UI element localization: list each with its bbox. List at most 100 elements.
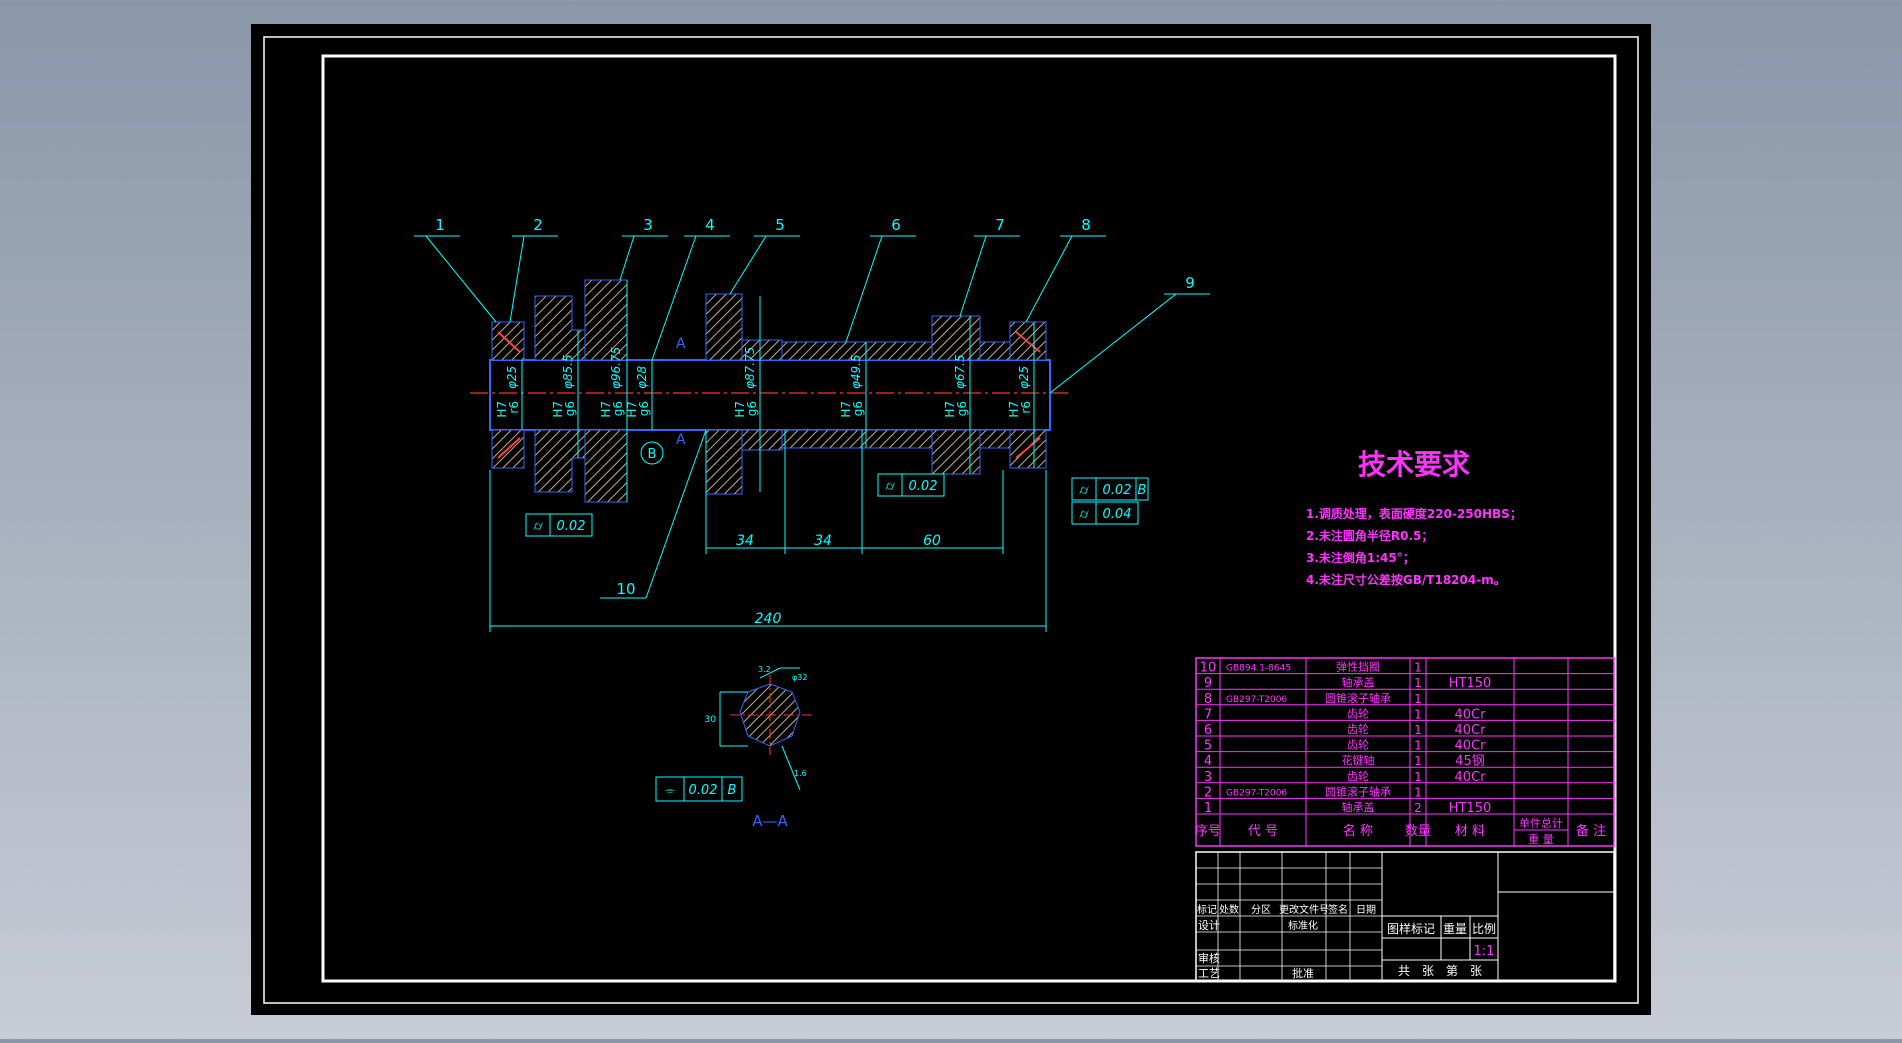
fit-tolerance-bottom: g6	[851, 401, 865, 416]
bom-qty: 1	[1414, 661, 1422, 675]
balloon-number: 2	[533, 216, 543, 234]
bom-name: 轴承盖	[1342, 675, 1375, 689]
title-weight: 重量	[1443, 922, 1467, 936]
tech-req-items: 1.调质处理，表面硬度220-250HBS；2.未注圆角半径R0.5；3.未注倒…	[1306, 506, 1522, 587]
bom-qty: 1	[1414, 739, 1422, 753]
bom-code: GB894.1-8645	[1226, 664, 1291, 674]
balloon-number: 8	[1081, 216, 1091, 234]
fit-diameter: φ85.5	[561, 354, 575, 389]
datum-bubble	[640, 441, 664, 465]
right-bearing-roller-top	[1015, 331, 1041, 353]
section-marker-top: A	[676, 336, 686, 352]
title-scale: 比例	[1472, 922, 1496, 936]
bom-no: 5	[1204, 739, 1212, 754]
fit-diameter: φ25	[505, 366, 519, 389]
bom-qty: 2	[1414, 801, 1422, 815]
bom-qty: 1	[1414, 723, 1422, 737]
balloon-5: 5	[729, 216, 800, 295]
gear-5-hub-bottom	[741, 429, 783, 451]
runout-symbol: ⌭	[1079, 483, 1089, 498]
fit-tolerance-bottom: r6	[507, 401, 521, 414]
balloon-number: 6	[891, 216, 901, 234]
gear-7-hub-bottom	[979, 429, 1011, 449]
balloon-6: 6	[845, 216, 916, 343]
fit-diameter: φ87.75	[743, 347, 757, 389]
section-label-roughness-2: 1.6	[794, 769, 807, 778]
right-bearing-roller-bottom	[1015, 437, 1041, 459]
balloon-2: 2	[509, 216, 558, 323]
fit-dimension-lines	[521, 280, 1035, 502]
bom-no: 2	[1204, 785, 1212, 800]
bom-header-cell: 名 称	[1343, 823, 1373, 839]
title-approve: 批准	[1292, 966, 1314, 980]
gear-7-hub-top	[979, 341, 1011, 361]
left-bearing-roller-top	[497, 331, 521, 353]
tolerance-value: 0.02	[909, 479, 938, 494]
datum-bubble-label: B	[648, 447, 657, 462]
gear-7-bottom	[931, 429, 981, 475]
title-row-label: 日期	[1356, 904, 1376, 916]
runout-symbol: ⌭	[533, 519, 543, 534]
fit-diameter: φ96.75	[609, 347, 623, 389]
balloon-number: 7	[995, 216, 1005, 234]
balloon-number: 10	[616, 580, 635, 598]
bom-header-cell: 备 注	[1576, 823, 1606, 839]
bom-qty: 1	[1414, 785, 1422, 799]
tolerance-value: 0.02	[557, 519, 586, 534]
balloon-number: 1	[435, 216, 445, 234]
dim-length-2: 34	[814, 533, 832, 549]
tolerance-box-4: ⌭0.04	[1071, 501, 1139, 525]
title-row-label: 处数	[1219, 903, 1239, 916]
bom-no: 7	[1204, 707, 1212, 722]
assembly-view	[470, 279, 1068, 503]
fit-tolerance-top: H7	[625, 401, 639, 418]
fit-tolerance-top: H7	[943, 401, 957, 418]
title-sheet-count: 共 张 第 张	[1398, 964, 1482, 978]
bom-name: 齿轮	[1347, 769, 1369, 783]
balloon-9: 9	[1049, 274, 1210, 394]
bom-material: HT150	[1449, 801, 1492, 816]
bom-name: 圆锥滚子轴承	[1325, 691, 1391, 705]
section-label-diameter: φ32	[792, 673, 807, 682]
bom-material: 45钢	[1455, 754, 1485, 769]
bom-name: 齿轮	[1347, 738, 1369, 752]
title-block: 标记处数分区更改文件号签名日期设计标准化审核工艺批准图样标记重量比例1:1共 张…	[1195, 851, 1615, 982]
fit-labels: H7r6φ25H7g6φ85.5H7g6φ96.75H7g6φ28H7g6φ87…	[495, 347, 1033, 418]
title-row-label: 分区	[1251, 904, 1271, 916]
tech-req-item: 3.未注倒角1:45°；	[1306, 550, 1415, 565]
fit-tolerance-bottom: g6	[563, 401, 577, 416]
fit-tolerance-bottom: g6	[955, 401, 969, 416]
balloon-4: 4	[651, 216, 730, 361]
bom-material: 40Cr	[1455, 707, 1487, 722]
bom-no: 3	[1204, 770, 1212, 785]
bom-name: 圆锥滚子轴承	[1325, 784, 1391, 798]
balloon-3: 3	[619, 216, 668, 281]
tech-req-item: 4.未注尺寸公差按GB/T18204-m。	[1306, 572, 1506, 587]
bom-header-cell: 材 料	[1455, 824, 1485, 839]
bom-header-cell: 代 号	[1248, 824, 1278, 839]
section-tolerance-datum: B	[728, 783, 737, 798]
bom-no: 8	[1204, 692, 1212, 707]
tolerance-value: 0.04	[1103, 507, 1132, 522]
fit-tolerance-bottom: g6	[637, 401, 651, 416]
tolerance-value: 0.02	[1103, 483, 1132, 498]
tolerance-box-1: ⌭ 0.02	[525, 513, 593, 537]
section-tolerance-value: 0.02	[689, 783, 718, 798]
gear-7-top	[931, 315, 981, 361]
tolerance-box-2: ⌭0.02	[877, 473, 945, 497]
gear-3b-top	[584, 279, 628, 361]
section-label-roughness: 3.2	[758, 665, 771, 674]
